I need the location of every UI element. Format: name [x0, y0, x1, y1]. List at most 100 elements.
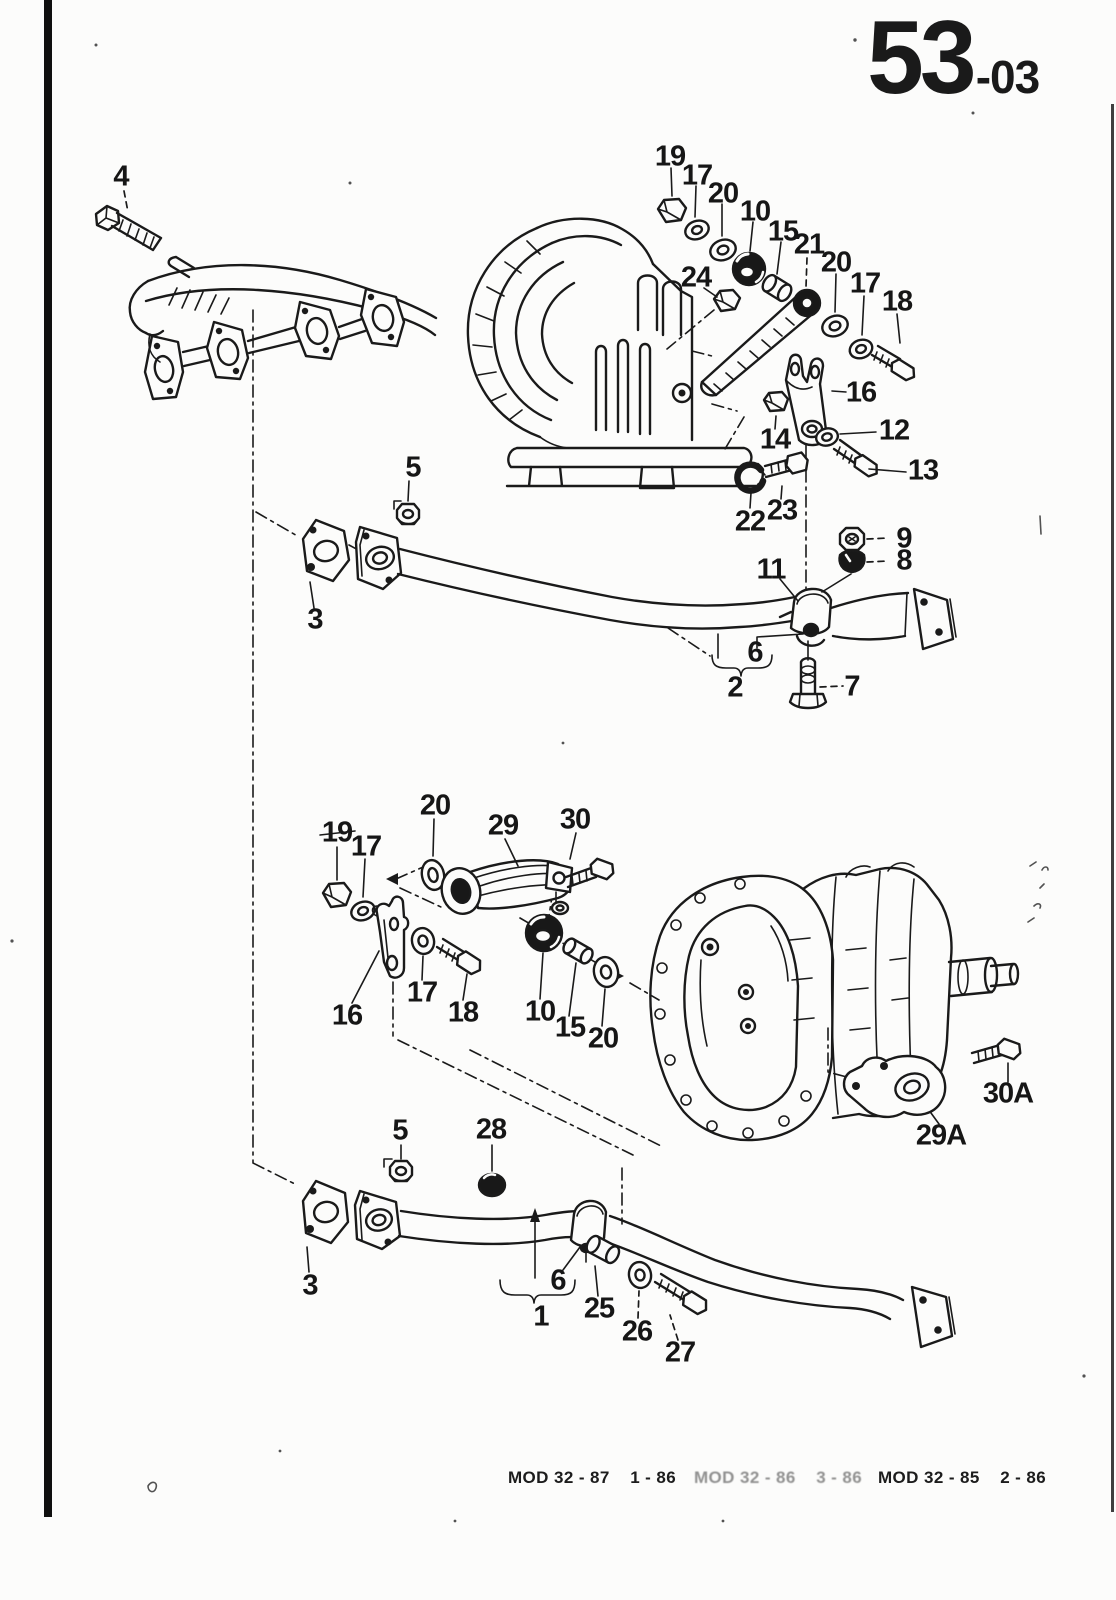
part-nut-19 [656, 197, 688, 224]
callout-label: 10 [524, 995, 556, 1028]
callout-label: 22 [734, 505, 766, 538]
callout-label: 13 [907, 454, 939, 487]
footer-entry: MOD 32 - 86 3 - 86 [694, 1468, 863, 1487]
page-edge-rule [1111, 104, 1114, 1512]
part-washer-17d [410, 926, 436, 956]
part-washer-17c [350, 900, 376, 922]
part-washer-26 [627, 1260, 653, 1290]
callout-label: 16 [845, 376, 877, 409]
callout-label: 26 [621, 1315, 653, 1348]
callout-label: 17 [350, 830, 382, 863]
part-bracket-21 [700, 288, 822, 397]
footer-entry: MOD 32 - 85 2 - 86 [878, 1468, 1047, 1487]
callout-label: 3 [307, 603, 323, 636]
page-number-minor: -03 [975, 51, 1040, 103]
part-bolt-13 [832, 438, 878, 478]
part-bushing-10b [524, 913, 564, 953]
part-nut-9 [838, 526, 866, 552]
brace-1 [499, 1279, 576, 1304]
part-washer-20d [592, 955, 620, 989]
brace-2 [711, 654, 773, 677]
part-bolt-27 [653, 1272, 708, 1316]
footer-entry: MOD 32 - 87 1 - 86 [508, 1468, 677, 1487]
callout-label: 15 [767, 215, 799, 248]
callout-label: 12 [878, 414, 910, 447]
hardware-row-middle [319, 830, 620, 989]
callout-label: 21 [793, 228, 825, 261]
callout-label: 9 [896, 522, 912, 555]
part-flange [354, 525, 403, 591]
part-nut-5 [395, 502, 421, 526]
part-clamp-11 [778, 587, 833, 661]
part-bolt-18 [870, 344, 916, 382]
callout-label: 17 [681, 159, 713, 192]
part-nut-19b [321, 881, 353, 909]
callout-label: 16 [331, 999, 363, 1032]
callout-label: 7 [844, 670, 860, 703]
callout-label: 18 [447, 996, 479, 1029]
callout-label: 19 [321, 816, 353, 849]
part-washer-20b [821, 314, 849, 338]
callout-label: 28 [475, 1113, 507, 1146]
callout-label: 8 [896, 544, 912, 577]
scan-marks [10, 38, 1086, 1523]
callout-label: 29A [915, 1119, 967, 1152]
part-bolt-18b [435, 937, 482, 976]
callout-label: 20 [587, 1022, 619, 1055]
part-washer-17b [848, 338, 874, 360]
page-number-major: 53 [867, 0, 976, 116]
callout-label: 30A [982, 1077, 1034, 1110]
callout-label: 6 [747, 636, 763, 669]
part-bolt-30 [564, 857, 615, 889]
part-lever-29 [440, 859, 574, 916]
part-pipe-end-flange [912, 587, 957, 651]
callout-label: 20 [419, 789, 451, 822]
arrow-left-icon [386, 873, 398, 885]
callout-label: 23 [766, 494, 798, 527]
part-washer-20 [709, 238, 737, 262]
front-pipe-lower [301, 1159, 956, 1349]
part-nut-24 [712, 288, 742, 313]
part-washer-17 [684, 219, 710, 241]
callout-label: 18 [881, 285, 913, 318]
engine-bell-housing [466, 217, 764, 490]
part-bracket-29A [842, 1054, 947, 1119]
part-bolt-30A [970, 1037, 1022, 1065]
callout-label: 3 [302, 1269, 318, 1302]
callout-label: 20 [820, 246, 852, 279]
callout-label: 14 [759, 423, 791, 456]
callout-label: 24 [680, 261, 712, 294]
callout-label: 5 [392, 1114, 408, 1147]
callout-label: 30 [559, 803, 591, 836]
callout-label: 5 [405, 451, 421, 484]
part-spacer-15 [761, 273, 793, 303]
callout-label: 1 [533, 1300, 549, 1333]
leader-lines [123, 167, 1009, 1341]
callout-label: 11 [756, 553, 787, 586]
mount-bracket-16-top [784, 353, 829, 447]
part-washer-12 [814, 427, 840, 447]
footer-model-codes: MOD 32 - 87 1 - 86 MOD 32 - 86 3 - 86 MO… [0, 1468, 1116, 1492]
arrow-up-icon [530, 1208, 540, 1222]
transmission-gearbox [649, 862, 1022, 1142]
part-bolt-4 [94, 204, 163, 252]
callout-label: 25 [583, 1292, 615, 1325]
callout-label: 20 [707, 177, 739, 210]
page-binding-bar [44, 0, 52, 1517]
hardware-row-top [656, 197, 916, 397]
part-nut-28 [477, 1172, 507, 1198]
part-lockwasher-22 [734, 461, 767, 494]
part-nut-14 [762, 390, 790, 413]
callout-label: 10 [739, 195, 771, 228]
part-nut-5b [388, 1159, 414, 1183]
exhaust-manifold [128, 255, 438, 401]
part-nut-8 [838, 549, 866, 574]
part-bolt-23 [763, 451, 809, 479]
part-spacer-25 [585, 1234, 621, 1265]
callout-label: 29 [487, 809, 519, 842]
callout-label: 4 [113, 160, 129, 193]
part-bolt-7 [788, 657, 828, 710]
part-nut-10 [731, 251, 767, 287]
page-number: 53 -03 [866, 0, 1040, 116]
